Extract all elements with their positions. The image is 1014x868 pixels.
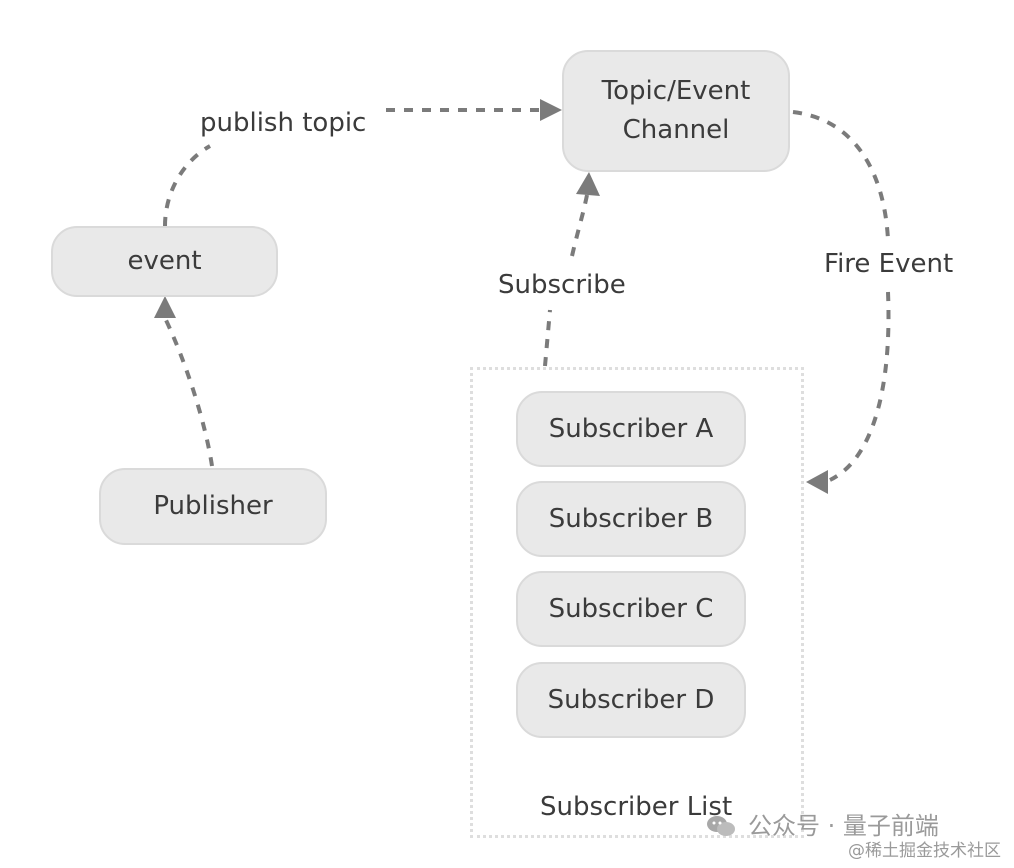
channel-label-line2: Channel xyxy=(622,115,730,145)
topic-event-channel-node: Topic/Event Channel xyxy=(562,50,790,172)
edge-publisher-to-event xyxy=(163,317,214,467)
edge-event-to-publish-label xyxy=(163,144,211,227)
subscriber-c-node: Subscriber C xyxy=(516,571,746,647)
edge-subscribers-to-subscribe-label xyxy=(543,309,552,367)
arrowhead-subscribe-to-channel xyxy=(576,172,600,196)
publisher-node: Publisher xyxy=(99,468,327,545)
publish-topic-label: publish topic xyxy=(200,108,367,138)
arrowhead-to-channel xyxy=(540,99,562,121)
fire-event-label: Fire Event xyxy=(824,249,954,279)
subscriber-b-label: Subscriber B xyxy=(548,503,714,534)
event-node: event xyxy=(51,226,278,297)
subscribe-label: Subscribe xyxy=(498,270,626,300)
edge-fire-label-to-subscribers xyxy=(829,291,891,482)
subscriber-b-node: Subscriber B xyxy=(516,481,746,557)
arrowhead-to-subscriber-list xyxy=(806,470,828,494)
subscriber-c-label: Subscriber C xyxy=(548,593,714,624)
subscriber-d-label: Subscriber D xyxy=(547,684,715,715)
subscriber-d-node: Subscriber D xyxy=(516,662,746,738)
edge-subscribe-label-to-channel xyxy=(570,194,589,257)
watermark-account: 公众号 · 量子前端 xyxy=(748,812,939,840)
subscriber-a-label: Subscriber A xyxy=(548,413,714,444)
edge-channel-to-fire-label xyxy=(792,110,890,241)
subscriber-list-label: Subscriber List xyxy=(540,792,733,822)
subscriber-a-node: Subscriber A xyxy=(516,391,746,467)
publisher-node-label: Publisher xyxy=(153,491,273,521)
watermark-community: @稀土掘金技术社区 xyxy=(848,841,1001,861)
arrowhead-to-event xyxy=(154,296,176,318)
wechat-icon xyxy=(706,815,736,837)
channel-label-line1: Topic/Event xyxy=(601,76,751,106)
event-node-label: event xyxy=(127,246,202,276)
subscriber-list-group xyxy=(470,367,804,838)
